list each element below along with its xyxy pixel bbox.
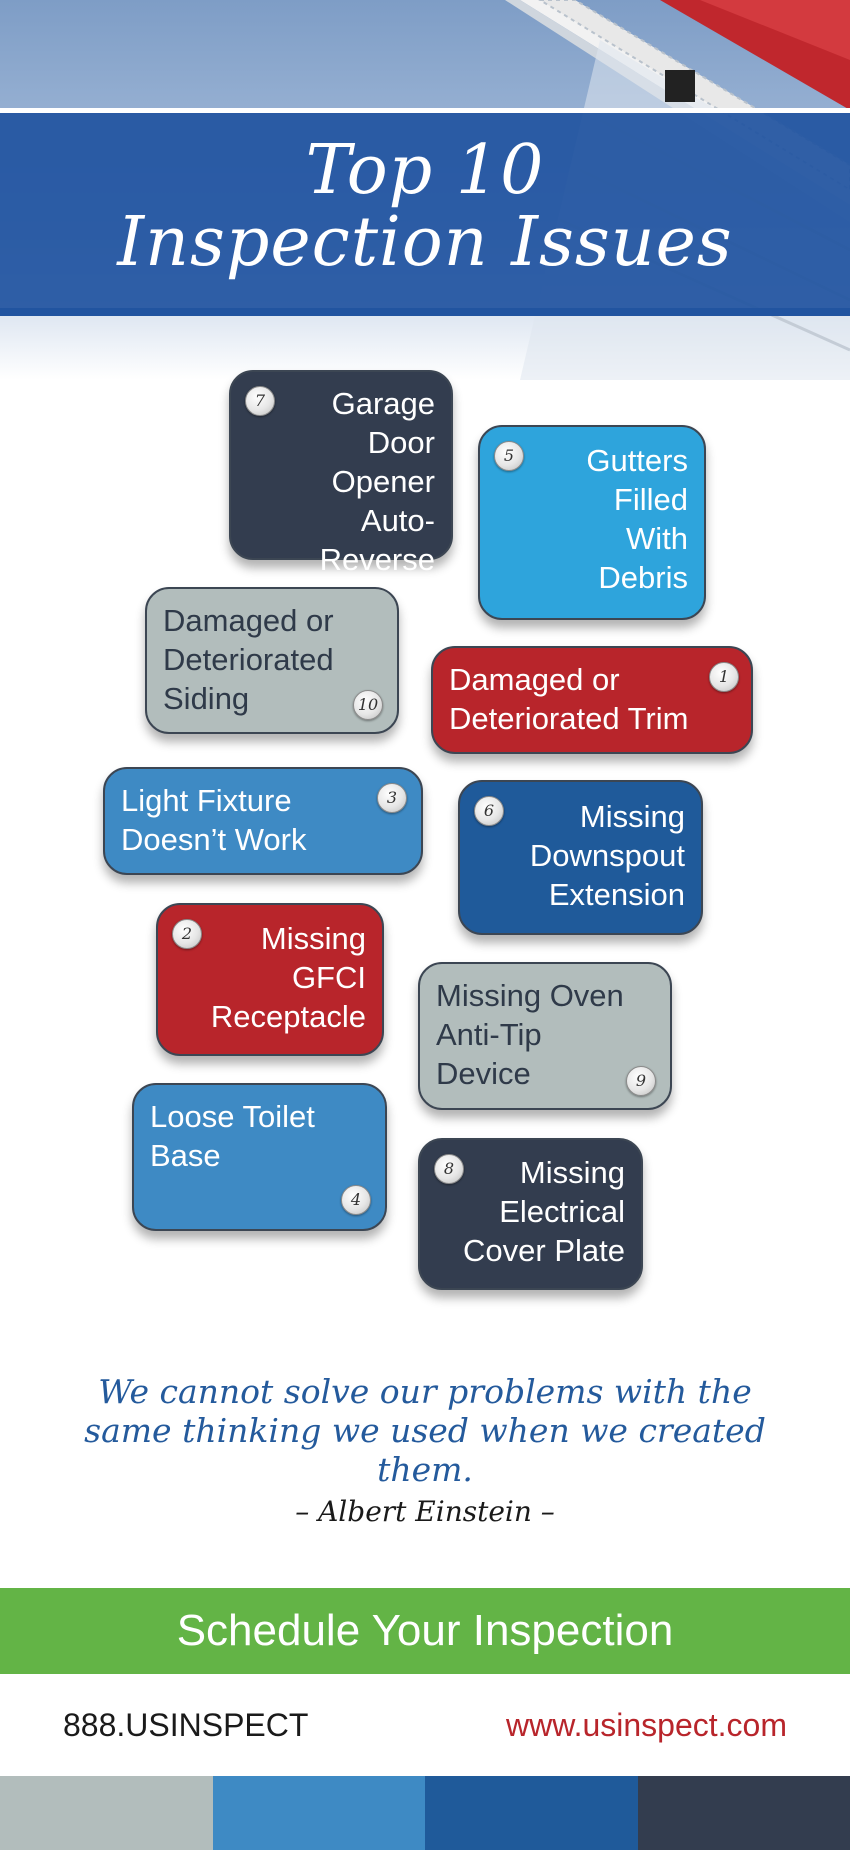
swatch	[212, 1776, 425, 1850]
title-banner-stripe	[0, 308, 850, 316]
issue-card-siding: 10 Damaged or Deteriorated Siding	[145, 587, 399, 734]
issue-label: Missing Electrical Cover Plate	[463, 1155, 625, 1268]
issue-number-badge: 2	[172, 919, 202, 949]
swatch	[637, 1776, 850, 1850]
issue-card-trim: 1 Damaged or Deteriorated Trim	[431, 646, 753, 754]
swatch	[425, 1776, 638, 1850]
issue-label: Missing Downspout Extension	[529, 799, 685, 912]
quote-author: – Albert Einstein –	[295, 1495, 555, 1528]
page-title-line-2: Inspection Issues	[117, 203, 733, 282]
issue-label: Missing Oven Anti-Tip Device	[436, 978, 624, 1091]
swatch	[0, 1776, 213, 1850]
issue-number-badge: 7	[245, 386, 275, 416]
issue-label: Missing GFCI Receptacle	[210, 921, 366, 1034]
color-swatch-bar	[0, 1776, 850, 1850]
quote-text: We cannot solve our problems with the sa…	[84, 1372, 766, 1489]
website-link[interactable]: www.usinspect.com	[506, 1707, 787, 1743]
issue-number-badge: 6	[474, 796, 504, 826]
issue-number-badge: 5	[494, 441, 524, 471]
issue-number-badge: 4	[341, 1185, 371, 1215]
issue-card-downspout: 6 Missing Downspout Extension	[458, 780, 703, 935]
issue-card-gfci: 2 Missing GFCI Receptacle	[156, 903, 384, 1056]
issue-card-cover-plate: 8 Missing Electrical Cover Plate	[418, 1138, 643, 1290]
issue-number-badge: 10	[353, 690, 383, 720]
issue-label: Loose Toilet Base	[150, 1099, 315, 1173]
issue-card-gutters: 5 Gutters Filled With Debris	[478, 425, 706, 620]
issue-card-light-fixture: 3 Light Fixture Doesn’t Work	[103, 767, 423, 875]
issue-number-badge: 8	[434, 1154, 464, 1184]
issue-card-garage-door: 7 Garage Door Opener Auto-Reverse	[229, 370, 453, 577]
issue-label: Gutters Filled With Debris	[586, 443, 688, 595]
phone-number: 888.USINSPECT	[63, 1707, 309, 1743]
issue-label: Damaged or Deteriorated Siding	[163, 603, 334, 716]
issue-card-oven: 9 Missing Oven Anti-Tip Device	[418, 962, 672, 1110]
issue-label: Damaged or Deteriorated Trim	[449, 662, 689, 736]
issue-card-toilet: 4 Loose Toilet Base	[132, 1083, 387, 1231]
issue-label: Light Fixture Doesn’t Work	[121, 783, 307, 857]
issue-label: Garage Door Opener Auto-Reverse	[319, 386, 435, 577]
issue-number-badge: 1	[709, 662, 739, 692]
page-title-line-1: Top 10	[305, 131, 545, 210]
issue-number-badge: 3	[377, 783, 407, 813]
issue-number-badge: 9	[626, 1066, 656, 1096]
schedule-inspection-button[interactable]: Schedule Your Inspection	[0, 1588, 850, 1674]
